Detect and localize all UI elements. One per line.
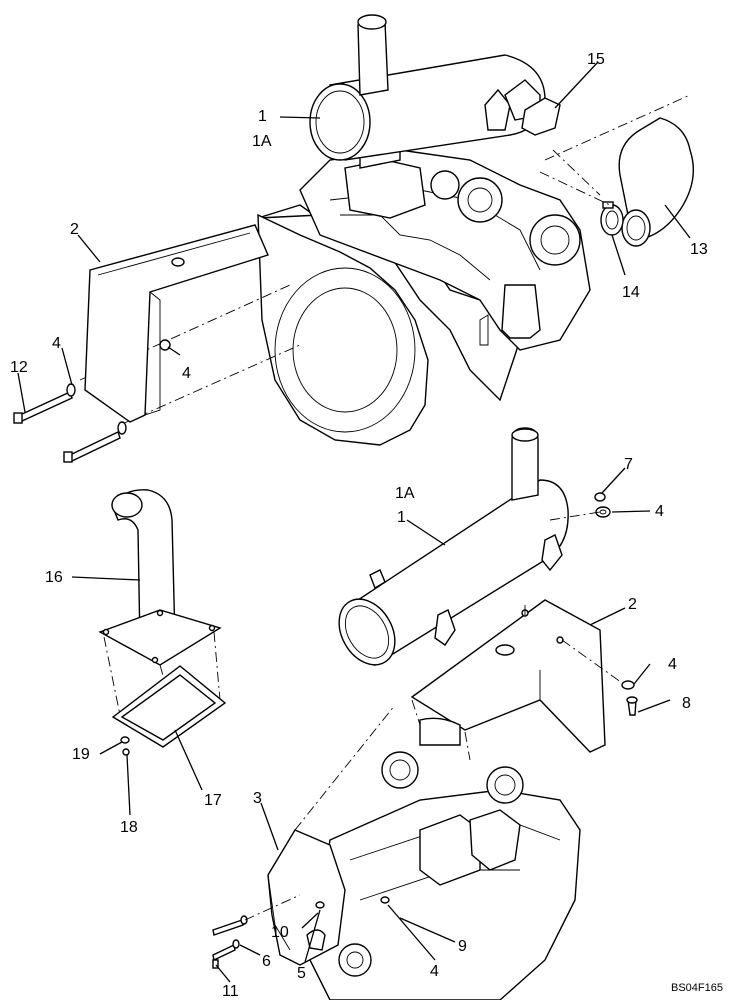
turbo-top-lower bbox=[419, 717, 461, 746]
lower-engine-assembly bbox=[309, 717, 581, 1000]
callout-1a-middle: 1A bbox=[395, 485, 415, 502]
callout-18: 18 bbox=[120, 819, 138, 836]
turbo-lower bbox=[486, 766, 524, 804]
bell-housing-top bbox=[257, 213, 429, 446]
callout-12: 12 bbox=[10, 359, 28, 376]
callout-7: 7 bbox=[624, 456, 633, 473]
alignment-line-1 bbox=[544, 94, 691, 161]
alignment-line-3 bbox=[552, 149, 601, 196]
clamp-14 bbox=[600, 201, 624, 236]
alignment-line-5 bbox=[119, 344, 301, 426]
muffler-bracket-top bbox=[484, 88, 511, 131]
callout-17: 17 bbox=[204, 792, 222, 809]
callout-19: 19 bbox=[72, 746, 90, 763]
top-engine-assembly bbox=[257, 131, 591, 446]
bolts-11-washers-6-lower bbox=[212, 915, 248, 969]
bolt-12-lower bbox=[63, 421, 127, 463]
engine-fitting-top bbox=[479, 314, 489, 346]
turbocharger-top bbox=[457, 177, 503, 223]
alignment-line-9 bbox=[549, 511, 601, 521]
muffler-middle bbox=[338, 427, 569, 667]
callout-4-e: 4 bbox=[430, 963, 439, 980]
muffler-mount-tab-2 bbox=[434, 609, 456, 646]
callout-2-top: 2 bbox=[70, 221, 79, 238]
pulley-lower bbox=[338, 943, 372, 977]
alternator-top bbox=[529, 214, 581, 266]
bolt-12-upper bbox=[13, 383, 76, 424]
hose-13 bbox=[618, 117, 695, 247]
nut-7-washer-4-right bbox=[594, 492, 611, 518]
callout-8: 8 bbox=[682, 695, 691, 712]
alignment-line-6 bbox=[103, 636, 121, 716]
muffler-top bbox=[309, 14, 546, 161]
callout-4-c: 4 bbox=[655, 503, 664, 520]
callout-15: 15 bbox=[587, 51, 605, 68]
valve-cover-lower bbox=[419, 814, 481, 886]
callout-2-middle: 2 bbox=[628, 596, 637, 613]
leader-lines bbox=[17, 61, 691, 983]
alignment-line-14 bbox=[294, 704, 396, 831]
callout-1-top: 1 bbox=[258, 108, 267, 125]
turbo-outlet-top bbox=[430, 170, 460, 200]
callout-4-b: 4 bbox=[182, 365, 191, 382]
callout-11: 11 bbox=[222, 983, 239, 1000]
alignment-line-4 bbox=[79, 284, 291, 381]
flywheel-ring-top bbox=[274, 267, 416, 433]
callout-10: 10 bbox=[271, 924, 289, 941]
washer-4-bolt-8 bbox=[621, 680, 638, 716]
callout-1a-top: 1A bbox=[252, 133, 272, 150]
bracket-bolt-hole-top bbox=[159, 339, 171, 351]
callout-13: 13 bbox=[690, 241, 708, 258]
bracket-hole-top bbox=[171, 257, 185, 267]
gasket-17 bbox=[111, 665, 227, 748]
oil-filter-top bbox=[501, 284, 541, 339]
callout-6: 6 bbox=[262, 953, 271, 970]
heat-shield-bracket-middle bbox=[410, 599, 606, 753]
alignment-line-11 bbox=[561, 639, 626, 686]
callout-9: 9 bbox=[458, 938, 467, 955]
callout-5: 5 bbox=[297, 965, 306, 982]
nut-19-washer-18 bbox=[120, 736, 130, 756]
callout-14: 14 bbox=[622, 284, 640, 301]
alignment-line-13 bbox=[464, 731, 471, 761]
callout-3: 3 bbox=[253, 790, 262, 807]
alignment-line-2 bbox=[539, 171, 611, 206]
heat-shield-bracket-top bbox=[84, 224, 269, 423]
alignment-line-12 bbox=[411, 699, 421, 726]
flywheel-inner-top bbox=[292, 287, 398, 413]
turbo-inlet-top bbox=[467, 187, 493, 213]
alignment-line-8 bbox=[213, 631, 221, 701]
valve-cover-lower-2 bbox=[469, 809, 521, 871]
callout-16: 16 bbox=[45, 569, 63, 586]
muffler-mount-tab-3 bbox=[369, 569, 386, 590]
callout-4-a: 4 bbox=[52, 335, 61, 352]
stack-16-base-plate bbox=[98, 609, 222, 666]
exhaust-stack-16 bbox=[98, 489, 222, 666]
heat-shield-bracket-lower bbox=[267, 829, 346, 966]
alternator-pulley-top bbox=[540, 225, 570, 255]
callout-1-middle: 1 bbox=[397, 509, 406, 526]
callout-4-d: 4 bbox=[668, 656, 677, 673]
clamp-15 bbox=[521, 97, 561, 136]
muffler-mount-tab-1 bbox=[541, 534, 563, 572]
alignment-line-7 bbox=[159, 664, 171, 701]
valve-cover-top bbox=[344, 159, 426, 219]
callout-labels: 1 1A 15 2 13 14 4 12 4 7 1A 4 1 16 2 4 8… bbox=[10, 51, 723, 1000]
figure-code: BS04F165 bbox=[671, 982, 723, 994]
nut-5-washer-4-lower bbox=[315, 896, 390, 909]
turbo-lower-2 bbox=[381, 751, 419, 789]
